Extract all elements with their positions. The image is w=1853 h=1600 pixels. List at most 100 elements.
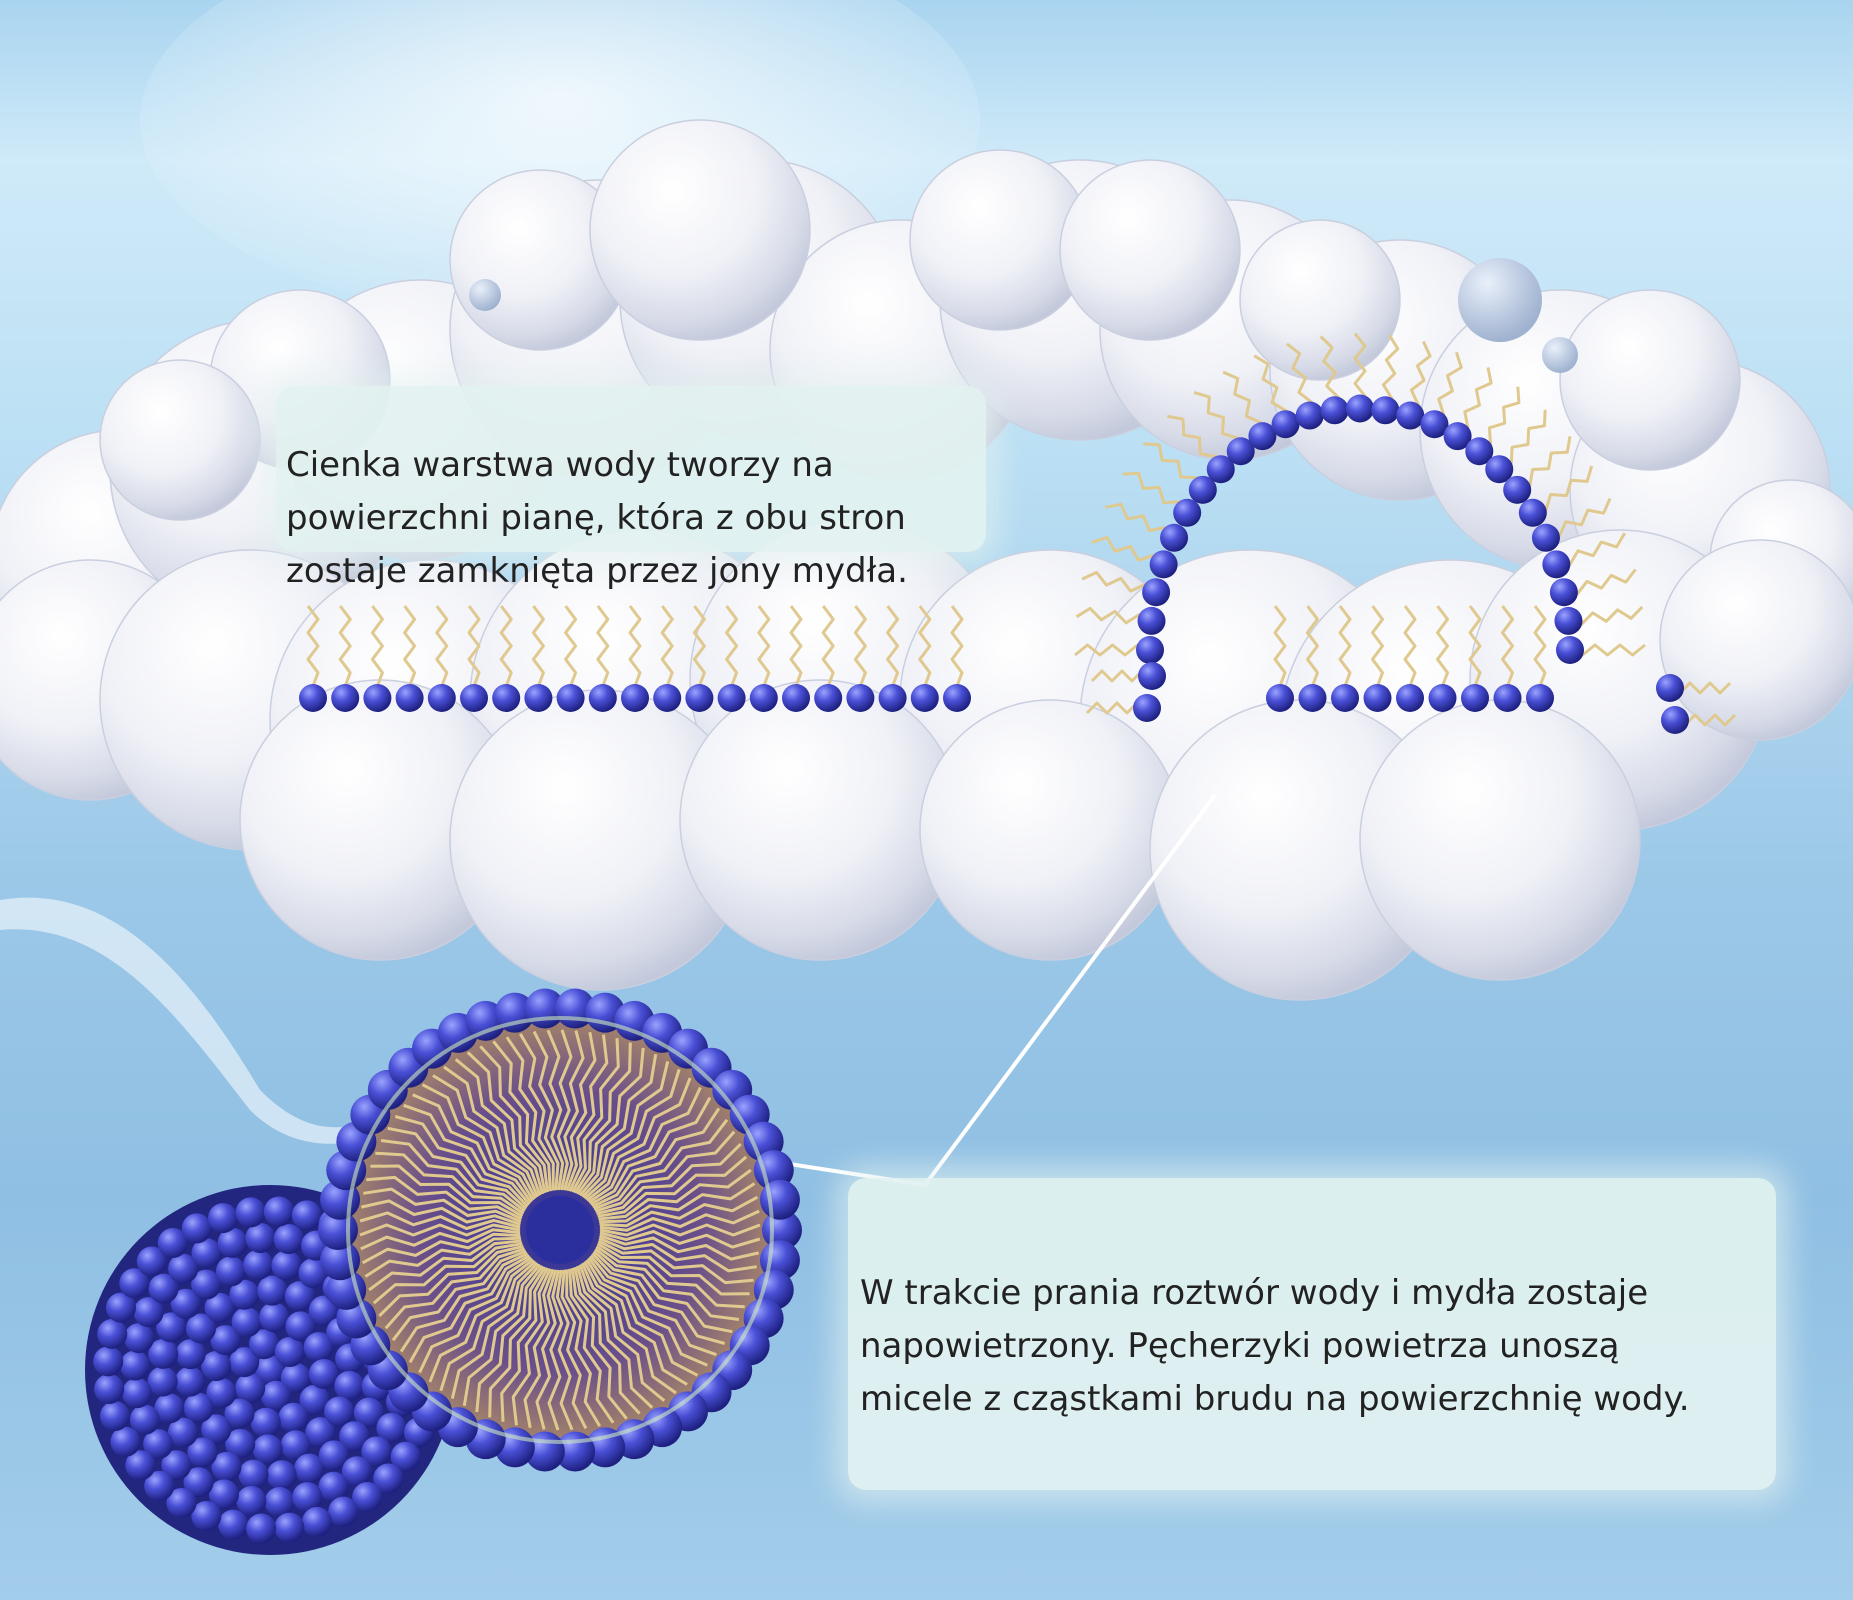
soap-head xyxy=(294,1453,325,1484)
soap-head xyxy=(328,1496,359,1527)
soap-tail xyxy=(421,1083,535,1202)
soap-head xyxy=(1542,550,1571,579)
soap-tail xyxy=(587,1086,702,1204)
foam-cloud xyxy=(0,119,1853,1001)
soap-tail xyxy=(576,1047,645,1195)
soap-tail xyxy=(1468,605,1482,687)
soap-head xyxy=(1149,550,1178,579)
soap-tail xyxy=(587,1256,708,1367)
soap-head xyxy=(299,1384,330,1415)
soap-head xyxy=(1518,498,1547,527)
soap-tail xyxy=(573,1266,641,1415)
soap-head xyxy=(183,1392,214,1423)
soap-head xyxy=(308,1359,339,1390)
soap-head xyxy=(224,1398,255,1429)
soap-tail xyxy=(359,1211,521,1230)
soap-head xyxy=(492,684,521,712)
soap-tail xyxy=(1273,605,1287,687)
soap-tail xyxy=(359,1223,521,1237)
soap-head xyxy=(352,1482,383,1513)
soap-head xyxy=(1266,684,1294,712)
soap-tail xyxy=(505,1036,552,1192)
soap-tail xyxy=(583,1260,688,1386)
small-bubble xyxy=(469,279,501,311)
soap-head xyxy=(1226,437,1255,466)
soap-head xyxy=(125,1450,156,1481)
soap-head xyxy=(280,1362,311,1393)
soap-tail xyxy=(418,1256,533,1374)
soap-head xyxy=(427,684,456,712)
foam-caption: Cienka warstwa wody tworzy na powierzchn… xyxy=(286,445,908,591)
soap-head xyxy=(210,1325,241,1356)
soap-tail xyxy=(466,1051,544,1195)
soap-head xyxy=(144,1470,175,1501)
soap-head xyxy=(1346,394,1374,423)
foam-bubble xyxy=(919,699,1181,961)
soap-tail xyxy=(1306,605,1319,687)
soap-tail xyxy=(598,1168,752,1221)
soap-head xyxy=(167,1417,198,1448)
soap-head xyxy=(685,684,714,712)
soap-head xyxy=(174,1366,205,1397)
soap-head xyxy=(588,684,617,712)
foam-bubble xyxy=(589,119,811,341)
soap-head xyxy=(236,1486,267,1517)
soap-tail xyxy=(403,605,417,687)
soap-tail xyxy=(571,1038,620,1193)
soap-tail xyxy=(523,1268,555,1429)
soap-head xyxy=(120,1350,151,1381)
soap-head xyxy=(878,684,907,712)
water-wave xyxy=(0,897,360,1144)
soap-head xyxy=(299,684,327,712)
soap-head xyxy=(110,1426,141,1457)
soap-tail xyxy=(428,1258,535,1383)
soap-tail xyxy=(370,1164,524,1218)
soap-head xyxy=(191,1238,222,1269)
soap-tail xyxy=(628,605,642,687)
foam-bubble xyxy=(1559,289,1741,471)
soap-head xyxy=(122,1378,153,1409)
soap-head xyxy=(326,1269,367,1310)
soap-head xyxy=(1363,684,1392,712)
soap-head xyxy=(229,1279,260,1310)
soap-head xyxy=(218,1509,249,1540)
soap-tail xyxy=(1338,605,1352,687)
soap-tail xyxy=(450,1262,539,1399)
soap-head xyxy=(284,1281,315,1312)
soap-tail xyxy=(581,1061,670,1198)
washing-caption-box: W trakcie prania roztwór wody i mydła zo… xyxy=(848,1178,1776,1490)
soap-head xyxy=(181,1213,212,1244)
soap-head xyxy=(943,684,971,712)
soap-tail xyxy=(568,1034,609,1192)
soap-tail xyxy=(950,605,964,687)
soap-tail xyxy=(589,1254,717,1357)
soap-tail xyxy=(364,1236,521,1278)
soap-head xyxy=(373,1463,404,1494)
soap-head xyxy=(285,1311,316,1342)
micelle-rim xyxy=(346,1016,774,1444)
soap-head xyxy=(556,684,585,712)
soap-tail xyxy=(363,1187,522,1224)
soap-head xyxy=(161,1450,192,1481)
soap-head xyxy=(273,1223,304,1254)
soap-head xyxy=(1396,684,1424,712)
soap-tail xyxy=(589,1096,712,1206)
soap-head xyxy=(302,1506,333,1537)
soap-head xyxy=(1428,684,1457,712)
soap-head xyxy=(206,1377,237,1408)
soap-tail xyxy=(432,1074,537,1200)
soap-head xyxy=(1549,578,1578,607)
soap-head xyxy=(324,1396,355,1427)
soap-head xyxy=(1142,578,1171,607)
soap-head xyxy=(259,1302,290,1333)
soap-tail xyxy=(576,1265,654,1409)
soap-head xyxy=(1136,636,1164,664)
soap-head xyxy=(1554,606,1583,635)
soap-head xyxy=(341,1456,372,1487)
soap-head xyxy=(460,684,488,712)
soap-tail xyxy=(573,1042,632,1194)
soap-head xyxy=(1331,684,1359,712)
soap-tail xyxy=(403,1103,531,1206)
soap-tail xyxy=(366,1175,523,1221)
